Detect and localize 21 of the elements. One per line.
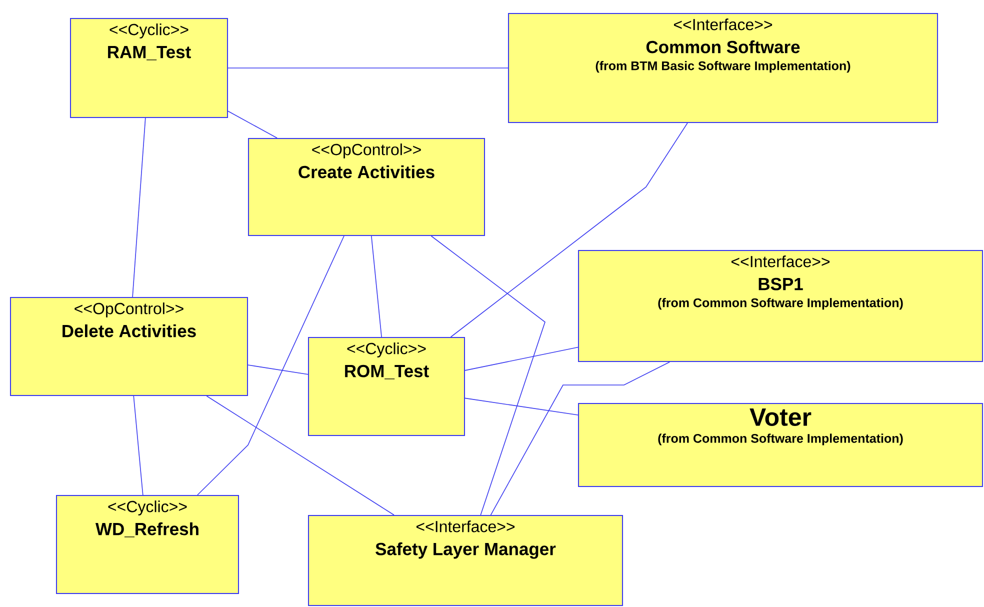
association-line [490,362,670,516]
class-box: <<OpControl>> Create Activities [248,138,485,236]
association-line [228,110,278,138]
class-box: Voter (from Common Software Implementation) [578,403,984,487]
association-line [430,236,546,516]
association-line [371,236,382,338]
association-line [248,364,308,375]
association-line [450,122,688,338]
class-box: <<Interface>> Safety Layer Manager [308,515,623,606]
association-line [197,236,344,496]
class-box: <<Interface>> Common Software (from BTM Basic Software Implementation) [508,13,938,123]
association-line [464,398,578,416]
class-box: <<Cyclic>> RAM_Test [70,18,228,118]
association-line [464,346,578,371]
association-line [133,396,144,496]
class-box: <<Interface>> BSP1 (from Common Software Implementation) [578,250,984,362]
class-box: <<OpControl>> Delete Activities [10,297,248,396]
class-box: <<Cyclic>> WD_Refresh [56,495,239,594]
association-line [132,118,146,298]
class-box: <<Cyclic>> ROM_Test [308,337,465,436]
association-line [206,396,394,516]
